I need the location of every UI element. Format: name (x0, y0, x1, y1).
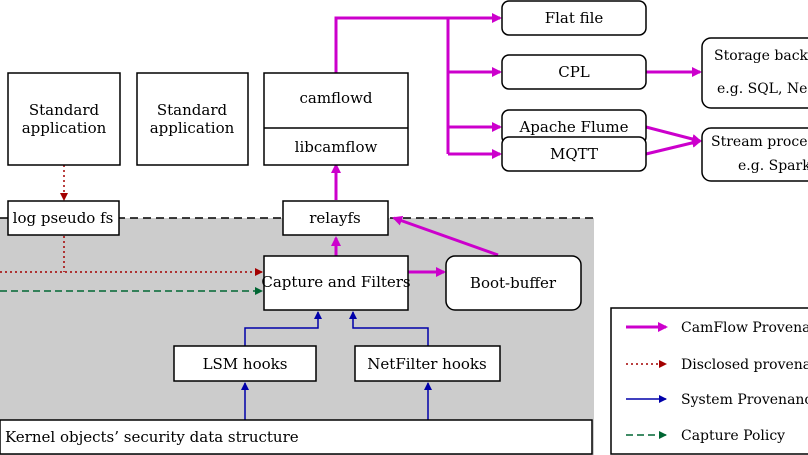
standard-application-2-line1: Standard (157, 101, 228, 119)
netfilter-hooks-box: NetFilter hooks (354, 345, 501, 382)
standard-application-1-box: Standard application (7, 72, 121, 166)
camflowd-label: camflowd (299, 89, 372, 107)
capture-filters-label: Capture and Filters (261, 273, 410, 291)
capture-filters-box: Capture and Filters (261, 255, 411, 311)
storage-backend-line2: e.g. SQL, Ne (717, 81, 807, 97)
camflow-line-camflowd-up (334, 16, 450, 154)
system-arrow-lsm-capture (244, 311, 322, 346)
legend-disclosed-label: Disclosed provena (681, 357, 808, 373)
lsm-hooks-label: LSM hooks (203, 355, 288, 373)
flat-file-box: Flat file (501, 0, 647, 36)
libcamflow-label: libcamflow (295, 138, 378, 156)
stream-processing-line1: Stream proces (711, 134, 808, 150)
boot-buffer-box: Boot-buffer (445, 255, 582, 311)
legend-policy-label: Capture Policy (681, 428, 785, 444)
camflow-arrow-flume-stream (645, 125, 702, 144)
relayfs-label: relayfs (309, 209, 361, 227)
apache-flume-label: Apache Flume (518, 118, 628, 136)
netfilter-hooks-label: NetFilter hooks (367, 355, 486, 373)
kernel-objects-label: Kernel objects’ security data structure (5, 428, 299, 446)
lsm-hooks-box: LSM hooks (173, 345, 317, 382)
relayfs-box: relayfs (282, 200, 389, 236)
flat-file-label: Flat file (545, 9, 604, 27)
standard-application-2-box: Standard application (136, 72, 249, 166)
cpl-label: CPL (558, 63, 590, 81)
cpl-box: CPL (501, 54, 647, 90)
log-pseudo-fs-box: log pseudo fs (7, 200, 120, 236)
camflowd-libcamflow-box: camflowd libcamflow (263, 72, 409, 166)
camflow-arrow-mqtt-stream (645, 138, 702, 156)
stream-processing-box: Stream proces e.g. Spark (701, 127, 808, 182)
kernel-objects-box: Kernel objects’ security data structure (0, 419, 593, 455)
standard-application-2-line2: application (150, 119, 235, 137)
apache-flume-box: Apache Flume (501, 109, 647, 145)
storage-backend-box: Storage back- e.g. SQL, Ne (701, 37, 808, 109)
legend-system-label: System Provenanc (681, 392, 808, 408)
system-arrow-netfilter-capture (349, 311, 429, 346)
legend-camflow-label: CamFlow Provena (681, 320, 808, 336)
log-pseudo-fs-label: log pseudo fs (13, 209, 114, 227)
storage-backend-line1: Storage back- (714, 48, 808, 64)
standard-application-1-line2: application (22, 119, 107, 137)
standard-application-1-line1: Standard (29, 101, 100, 119)
camflow-arrow-bootbuffer-relayfs (392, 215, 499, 257)
legend: CamFlow Provena Disclosed provena System… (610, 307, 808, 455)
mqtt-box: MQTT (501, 136, 647, 172)
mqtt-label: MQTT (550, 145, 598, 163)
boot-buffer-label: Boot-buffer (470, 274, 557, 292)
stream-processing-line2: e.g. Spark (738, 158, 808, 174)
